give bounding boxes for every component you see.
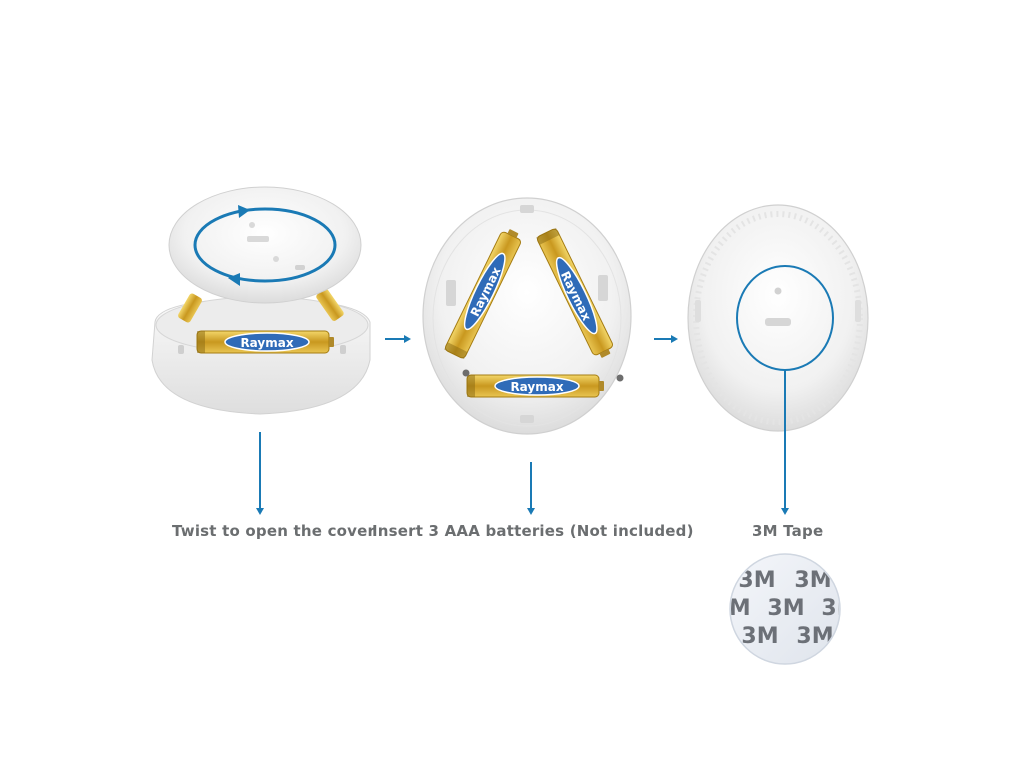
battery-bottom: Raymax — [466, 374, 605, 398]
battery-peek-left — [178, 293, 202, 323]
battery-contact — [446, 280, 456, 306]
device-cover — [168, 186, 362, 304]
battery-peek-right — [316, 289, 344, 321]
screw-icon — [462, 369, 470, 377]
caption-3m-tape: 3M Tape — [752, 522, 824, 540]
cover-slot — [247, 236, 269, 242]
battery-brand-label: Raymax — [510, 380, 563, 394]
arrow-right-icon — [654, 335, 678, 343]
back-screw-hole — [774, 287, 782, 295]
tape-disk: 3M 3M 3M 3M 3M 3M 3M — [713, 553, 858, 665]
arrow-right-icon — [385, 335, 411, 343]
base-slot — [340, 345, 346, 354]
screw-icon — [616, 374, 624, 382]
battery-brand-label: Raymax — [240, 336, 293, 350]
cover-screw-hole — [273, 256, 279, 262]
arrow-down-icon — [527, 462, 535, 515]
tape-logo: 3M — [767, 596, 804, 621]
back-notch — [695, 300, 701, 322]
battery-contact — [520, 205, 534, 213]
tape-logo: 3M — [821, 596, 858, 621]
rotate-arrow-icon — [228, 273, 240, 286]
battery-front: Raymax — [196, 330, 335, 354]
rotate-arrow-icon — [238, 205, 250, 218]
cover-rotate-ring — [193, 207, 337, 283]
battery-contact — [520, 415, 534, 423]
arrow-down-icon — [256, 432, 264, 515]
tape-logo: 3M — [796, 624, 833, 649]
back-notch — [855, 300, 861, 322]
device-open-cover: Raymax — [151, 186, 371, 415]
caption-twist-cover: Twist to open the cover — [172, 522, 376, 540]
back-slot — [765, 318, 791, 326]
arrow-down-icon — [781, 370, 789, 515]
device-battery-compartment: Raymax Raymax Raymax — [422, 197, 632, 435]
tape-logo: 3M — [713, 596, 750, 621]
device-back-plate — [687, 204, 869, 432]
caption-insert-batteries: Insert 3 AAA batteries (Not included) — [372, 522, 694, 540]
cover-notch — [295, 265, 305, 270]
battery-contact — [598, 275, 608, 301]
device-body — [422, 197, 632, 435]
base-slot — [178, 345, 184, 354]
cover-screw-hole — [249, 222, 255, 228]
tape-logo: 3M — [741, 624, 778, 649]
